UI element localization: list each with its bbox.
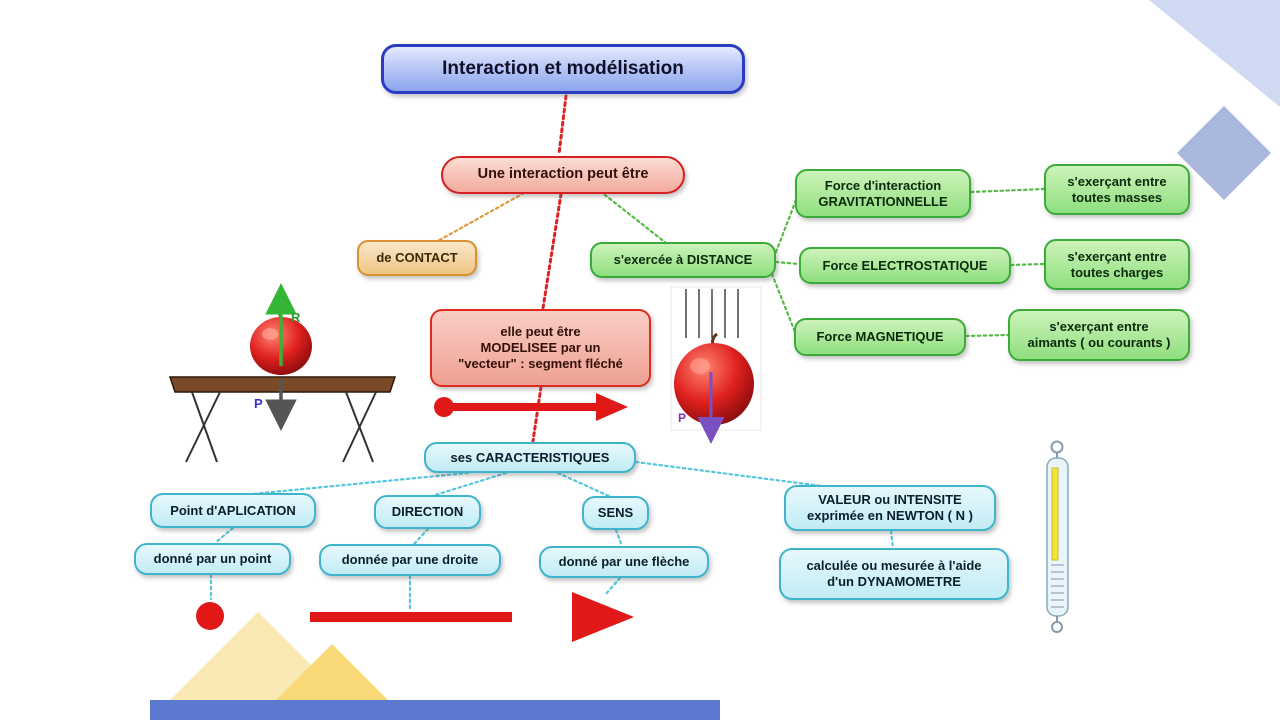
- vector-arrow-small: [434, 393, 628, 421]
- node-entre-aimants: s'exerçant entre aimants ( ou courants ): [1008, 309, 1190, 361]
- apple-table-illustration: R P: [168, 283, 397, 463]
- node-donne-par-fleche: donné par une flèche: [539, 546, 709, 578]
- node-force-electrostatique: Force ELECTROSTATIQUE: [799, 247, 1011, 284]
- node-entre-masses: s'exerçant entre toutes masses: [1044, 164, 1190, 215]
- weight-vector-label: P: [678, 411, 686, 425]
- apple-stem: [278, 300, 286, 319]
- apple-field-illustration: P: [670, 286, 762, 444]
- node-distance: s'exercée à DISTANCE: [590, 242, 776, 278]
- node-entre-charges: s'exerçant entre toutes charges: [1044, 239, 1190, 290]
- dynamometer-illustration: [1046, 440, 1069, 633]
- reaction-vector-label: R: [291, 310, 301, 325]
- decor-bar-blue: [150, 700, 720, 720]
- decor-corner-triangle: [1149, 0, 1280, 107]
- node-force-magnetique: Force MAGNETIQUE: [794, 318, 966, 356]
- node-point-application: Point d'APLICATION: [150, 493, 316, 528]
- node-calculee-dynamometre: calculée ou mesurée à l'aide d'un DYNAMO…: [779, 548, 1009, 600]
- node-sens: SENS: [582, 496, 649, 530]
- node-de-contact: de CONTACT: [357, 240, 477, 276]
- node-donne-par-point: donné par un point: [134, 543, 291, 575]
- decor-diamond-blue: [1177, 106, 1271, 200]
- node-title: Interaction et modélisation: [381, 44, 745, 94]
- decor-diamond-yellow-light: [150, 612, 366, 720]
- decor-diamond-yellow: [256, 644, 408, 720]
- node-force-gravitationnelle: Force d'interaction GRAVITATIONNELLE: [795, 169, 971, 218]
- node-direction: DIRECTION: [374, 495, 481, 529]
- apple: [250, 317, 312, 375]
- apple: [674, 343, 754, 425]
- node-une-interaction: Une interaction peut être: [441, 156, 685, 194]
- weight-vector-label: P: [254, 396, 263, 411]
- node-modelisee: elle peut être MODELISEE par un "vecteur…: [430, 309, 651, 387]
- node-valeur: VALEUR ou INTENSITE exprimée en NEWTON (…: [784, 485, 996, 531]
- node-caracteristiques: ses CARACTERISTIQUES: [424, 442, 636, 473]
- vector-arrow-large: [196, 592, 634, 642]
- node-donnee-par-droite: donnée par une droite: [319, 544, 501, 576]
